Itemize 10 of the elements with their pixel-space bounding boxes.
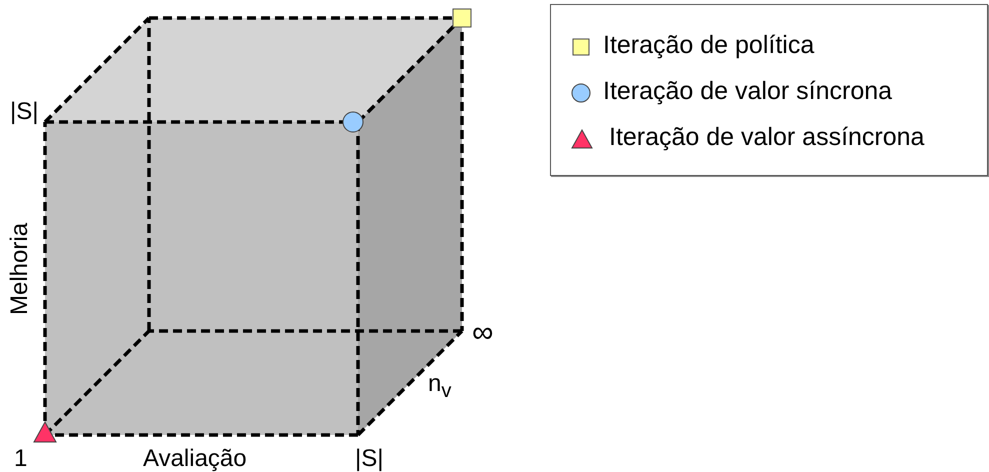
axis-title: Avaliação xyxy=(143,447,247,471)
legend-label: Iteração de valor assíncrona xyxy=(609,125,924,150)
axis-tick-label: |S| xyxy=(10,100,38,124)
axis-tick-label: |S| xyxy=(355,447,384,471)
legend-label: Iteração de política xyxy=(603,33,814,58)
legend-label: Iteração de valor síncrona xyxy=(603,79,892,104)
axis-tick-label: 1 xyxy=(14,447,28,471)
axis-tick-label: ∞ xyxy=(472,318,494,348)
axis-title: n$_{v}$ xyxy=(428,372,452,401)
axis-title: Melhoria xyxy=(8,222,32,315)
